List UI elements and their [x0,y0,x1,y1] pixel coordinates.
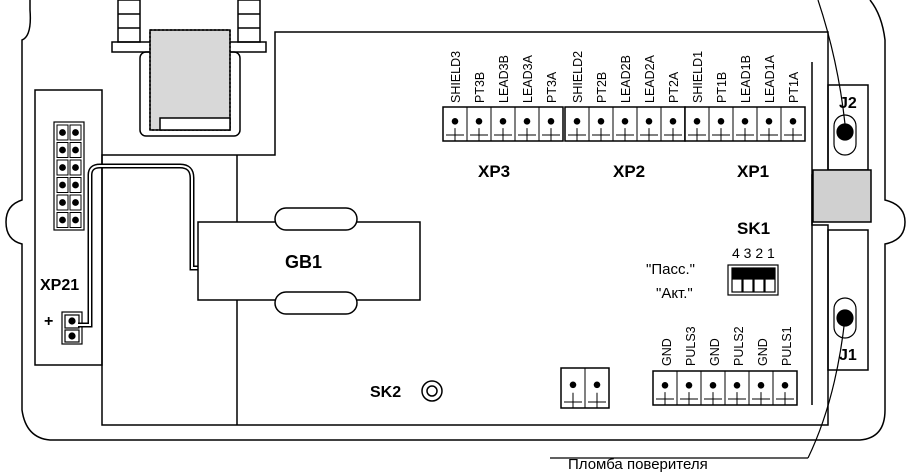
button-sk2 [421,380,443,402]
pin [59,129,66,136]
label-xp3: XP3 [478,162,510,181]
pin [72,199,79,206]
terminal-screw [573,117,581,125]
terminal-screw [499,117,507,125]
terminal-screw [789,117,797,125]
battery-gb1 [197,207,421,315]
terminal-screw [781,381,789,389]
pin [59,216,66,224]
pin-label: PT3A [545,71,559,103]
terminal-screw [523,117,531,125]
seal-leaders [550,0,846,459]
pin-label: PULS2 [732,326,746,366]
pin-label: PT2A [667,71,681,103]
terminal-xp3 [442,106,564,142]
xp21-two-pin [61,311,83,345]
pin-label: LEAD3B [497,55,511,103]
terminal-screw [475,117,483,125]
label-j1: J1 [839,347,857,364]
db-connector [111,0,267,137]
pin-label: PT1A [787,71,801,103]
pin-label: LEAD2B [619,55,633,103]
wire [78,163,200,328]
pin [72,129,79,136]
terminal-screw [569,381,577,389]
pin-label: PT1B [715,72,729,103]
pin-label: SHIELD3 [449,51,463,103]
xp21-pin-header [53,121,85,231]
pin [72,146,79,154]
aux-board [34,89,103,366]
pin-label: PULS1 [780,326,794,366]
pin-label: GND [708,338,722,366]
terminal-pair [560,367,610,409]
terminal-screw [717,117,725,125]
terminal-screw [733,381,741,389]
pin [72,181,79,189]
jumper-j2 [833,114,857,156]
pin-label: GND [660,338,674,366]
label-xp21: XP21 [40,277,79,294]
terminal-screw [693,117,701,125]
terminal-screw [661,381,669,389]
terminal-screw [645,117,653,125]
label-xp2: XP2 [613,162,645,181]
terminal-screw [741,117,749,125]
terminal-screw [709,381,717,389]
pin [59,164,66,171]
terminal-screw [593,381,601,389]
j1-bay [827,229,869,371]
label-sk2: SK2 [370,384,401,401]
pin [59,146,66,154]
terminal-xp2 [564,106,686,142]
label-j2: J2 [839,95,857,112]
label-gb1: GB1 [285,252,322,272]
label-sk1: SK1 [737,219,770,238]
label-xp1: XP1 [737,162,769,181]
label-seal: Пломба поверителя [568,456,708,473]
pin-label: LEAD1A [763,54,777,103]
terminal-screw [757,381,765,389]
terminal-screw [765,117,773,125]
pin [59,181,66,189]
terminal-puls [652,370,798,406]
terminal-xp1 [684,106,806,142]
terminal-screw [597,117,605,125]
pin-label: LEAD1B [739,55,753,103]
cable-gland [812,169,872,223]
pin-label: PT3B [473,72,487,103]
pin-label: PULS3 [684,326,698,366]
label-mode-passive: "Пасс." [646,261,695,278]
label-dip-numbers: 4 3 2 1 [732,245,775,261]
pin [72,164,79,171]
label-mode-active: "Акт." [656,285,693,302]
terminal-screw [547,117,555,125]
enclosure-outline [5,0,906,441]
terminal-screw [621,117,629,125]
pin [59,199,66,206]
pin-label: LEAD2A [643,54,657,103]
dip-switch-sk1 [727,264,779,296]
pin-label: GND [756,338,770,366]
pin-label: SHIELD2 [571,51,585,103]
pin-label: LEAD3A [521,54,535,103]
terminal-screw [669,117,677,125]
pin [72,216,79,224]
pin-label: PT2B [595,72,609,103]
label-plus: + [44,313,53,330]
terminal-screw [685,381,693,389]
pin-label: SHIELD1 [691,51,705,103]
terminal-screw [451,117,459,125]
